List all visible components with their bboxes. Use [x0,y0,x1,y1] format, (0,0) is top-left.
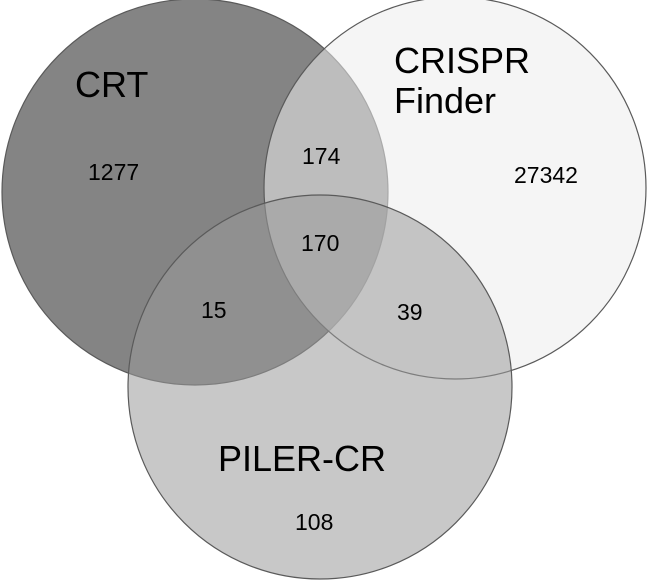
set-label-crispr-finder-line-2: Finder [394,80,496,121]
circle-piler-cr [127,194,513,580]
count-all-three: 170 [301,230,339,256]
set-label-crt: CRT [75,64,148,105]
set-label-crispr-finder-line-1: CRISPR [394,40,530,81]
set-label-crt-line-1: CRT [75,64,148,105]
count-crt-and-piler-cr: 15 [201,297,227,323]
set-label-piler-cr: PILER-CR [218,438,386,479]
count-crispr-finder-only: 27342 [514,162,578,188]
count-piler-cr-only: 108 [295,509,333,535]
set-labels: CRT CRISPR Finder PILER-CR [75,40,540,479]
set-label-piler-cr-line-1: PILER-CR [218,438,386,479]
count-crt-only: 1277 [88,159,139,185]
set-label-crispr-finder: CRISPR Finder [394,40,540,121]
region-counts: 1277 174 27342 170 15 39 108 [88,143,578,535]
count-crt-and-crispr-finder: 174 [302,143,341,169]
count-crispr-finder-and-piler-cr: 39 [397,299,423,325]
